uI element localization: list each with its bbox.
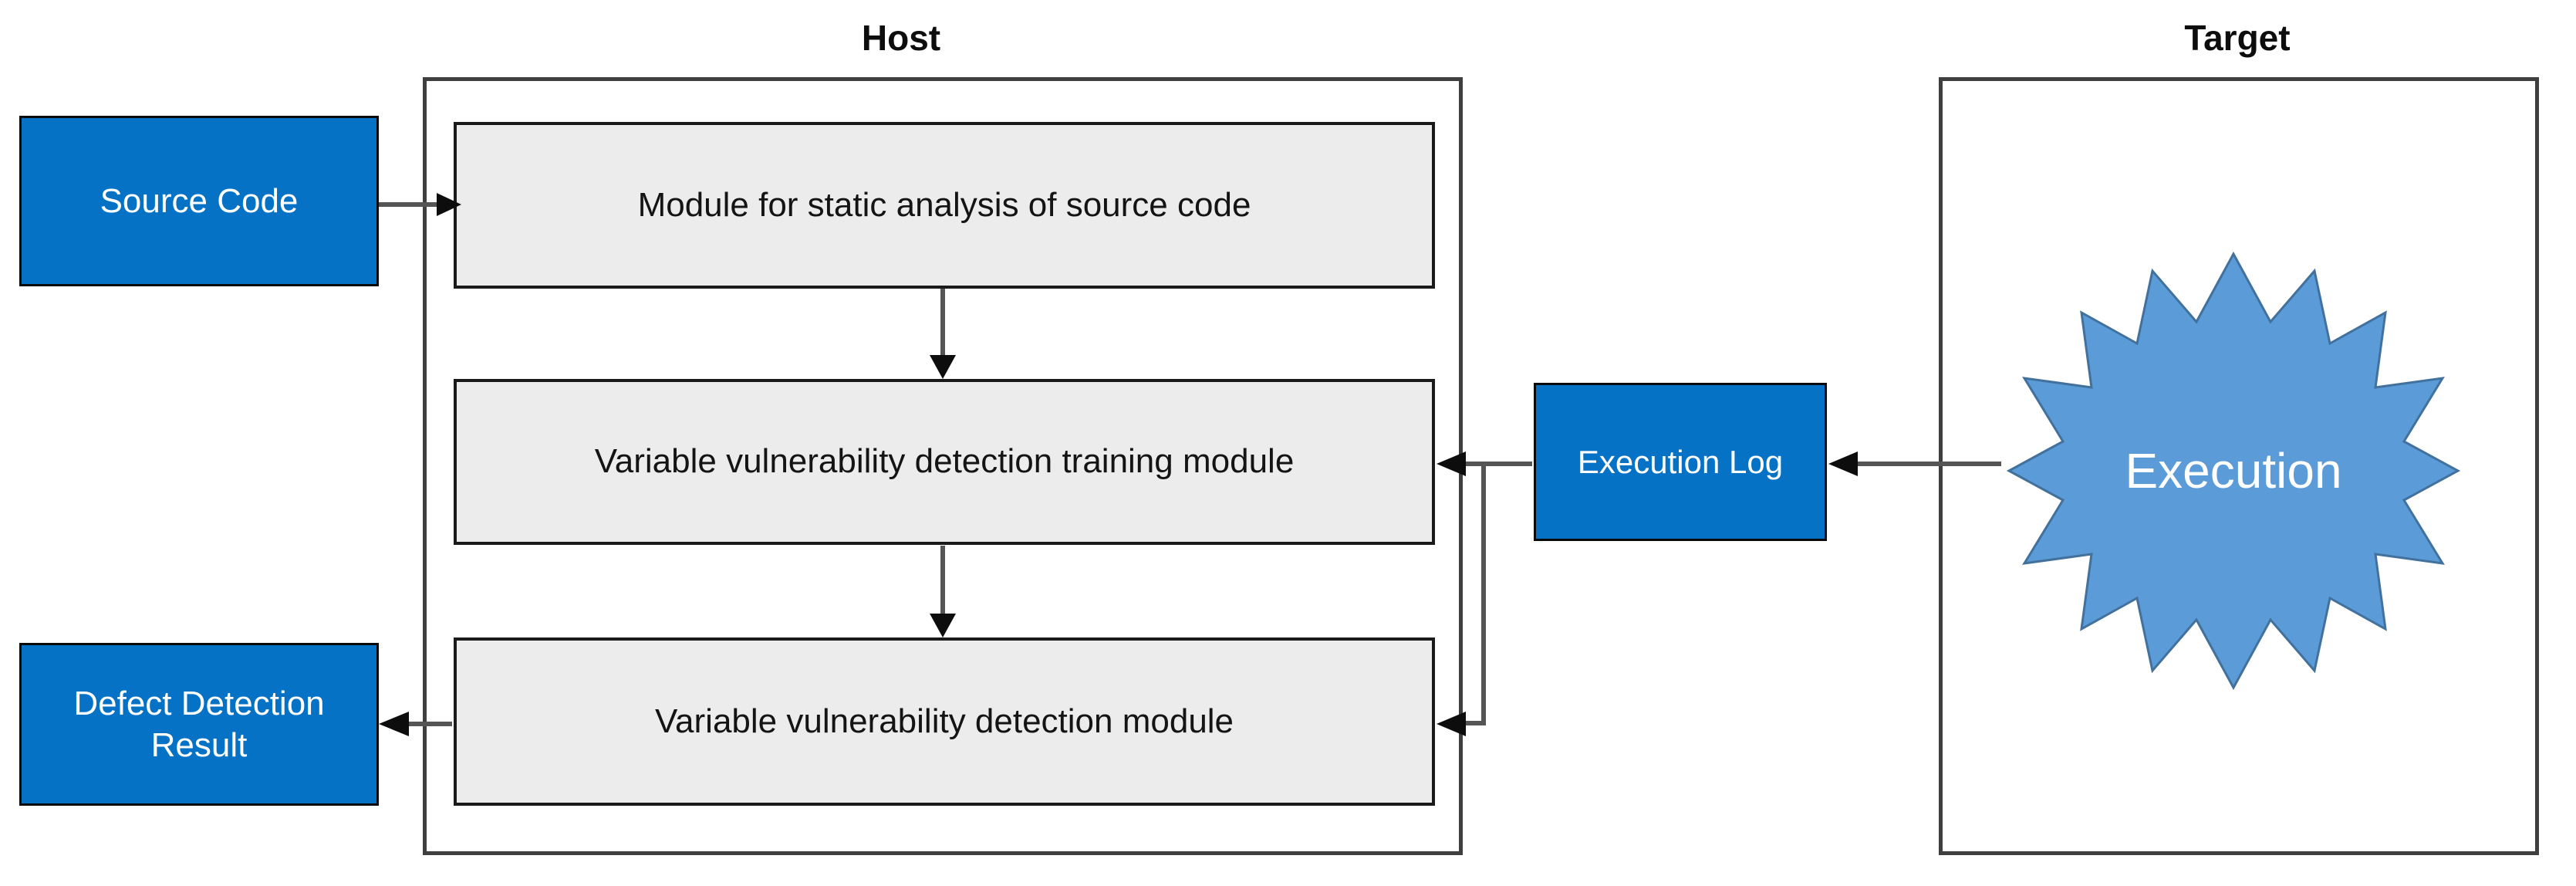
node-static-analysis-module[interactable]: Module for static analysis of source cod… bbox=[454, 122, 1435, 289]
node-training-module-label: Variable vulnerability detection trainin… bbox=[594, 442, 1295, 481]
node-execution-log[interactable]: Execution Log bbox=[1534, 383, 1827, 541]
host-title: Host bbox=[861, 18, 941, 58]
target-title: Target bbox=[2184, 18, 2291, 58]
node-defect-detection-result[interactable]: Defect Detection Result bbox=[19, 643, 379, 806]
node-detection-module-label: Variable vulnerability detection module bbox=[654, 702, 1234, 740]
node-static-analysis-module-label: Module for static analysis of source cod… bbox=[637, 185, 1251, 224]
node-source-code-label: Source Code bbox=[100, 181, 299, 220]
node-source-code[interactable]: Source Code bbox=[19, 116, 379, 286]
node-execution-burst[interactable]: Execution bbox=[2006, 251, 2461, 691]
node-execution-log-label: Execution Log bbox=[1577, 443, 1784, 480]
node-training-module[interactable]: Variable vulnerability detection trainin… bbox=[454, 379, 1435, 545]
node-defect-detection-result-label: Defect Detection Result bbox=[73, 684, 325, 764]
node-detection-module[interactable]: Variable vulnerability detection module bbox=[454, 637, 1435, 806]
explosion-star-icon bbox=[2006, 251, 2461, 691]
